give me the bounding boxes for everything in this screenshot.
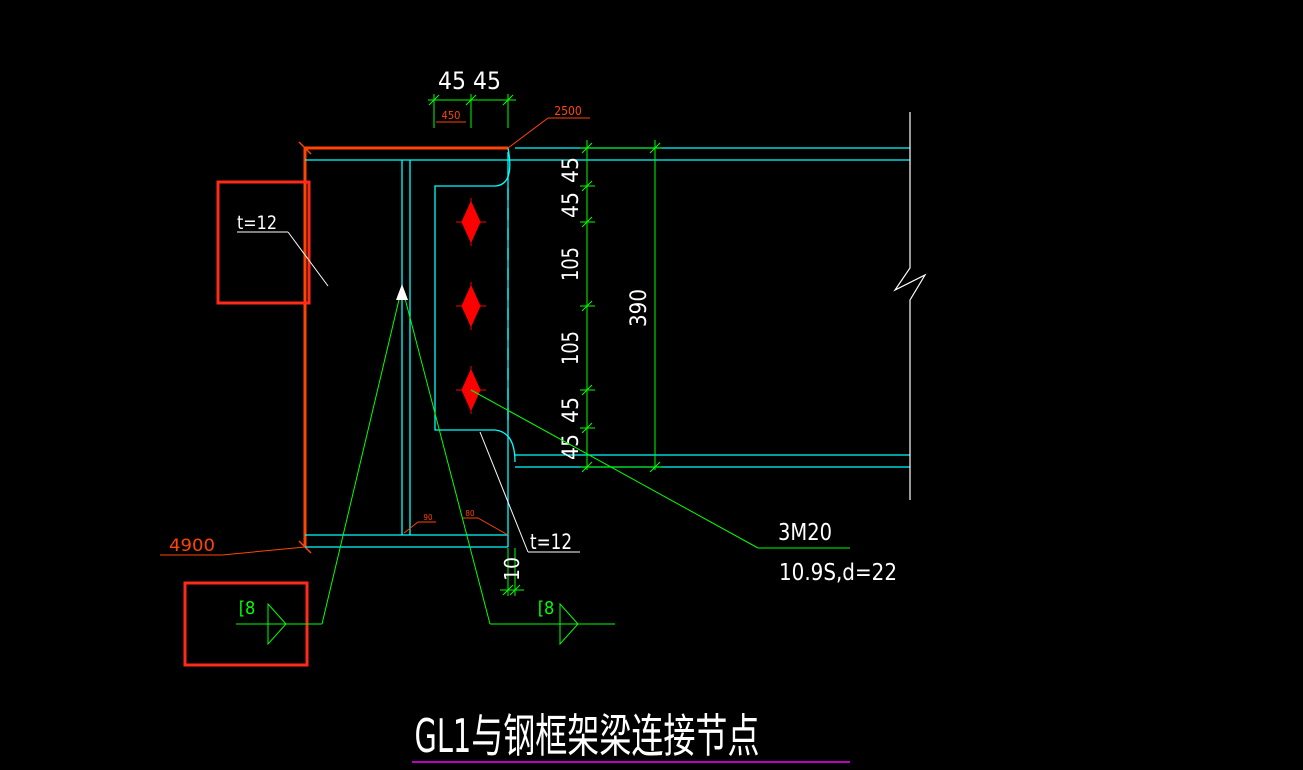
dim-right-3: 105 bbox=[559, 247, 584, 281]
small-label-b: 80 bbox=[465, 509, 475, 518]
break-line bbox=[893, 112, 927, 500]
dim-gap: 10 bbox=[500, 557, 524, 581]
bolt-spec-leader bbox=[470, 389, 850, 549]
drawing-title: GL1与钢框架梁连接节点 bbox=[415, 709, 760, 763]
shear-plate bbox=[434, 147, 516, 547]
bolt-1 bbox=[456, 198, 486, 246]
arrow-head bbox=[396, 284, 408, 300]
weld-label-left: 4900 bbox=[169, 536, 215, 556]
gap-dimension-lines bbox=[500, 548, 524, 596]
weld-label-top: 2500 bbox=[554, 104, 582, 118]
dim-right-5: 45 bbox=[559, 397, 584, 423]
dim-top-b: 45 bbox=[473, 67, 501, 95]
bolt-2 bbox=[456, 282, 486, 330]
small-label-a: 90 bbox=[423, 513, 433, 522]
bolt-quantity: 3M20 bbox=[778, 520, 832, 546]
right-dimension-lines bbox=[580, 140, 662, 473]
bolts bbox=[456, 198, 486, 414]
dim-top-small: 450 bbox=[442, 109, 461, 122]
column-stiffener bbox=[305, 159, 515, 548]
plate-thickness-right-leader bbox=[479, 431, 580, 553]
plate-thickness-left-leader bbox=[237, 231, 329, 287]
dim-overall: 390 bbox=[627, 289, 652, 327]
dim-right-1: 45 bbox=[559, 157, 584, 183]
weld-symbol-left: [8 bbox=[239, 598, 256, 619]
column-outline bbox=[303, 146, 508, 547]
weld-symbol-right: [8 bbox=[538, 598, 555, 619]
weld-leader-top bbox=[507, 117, 590, 149]
top-dimension-lines bbox=[428, 94, 516, 128]
weld-flag-right bbox=[559, 602, 579, 646]
dim-right-6: 45 bbox=[559, 434, 584, 460]
plate-thickness-left: t=12 bbox=[237, 212, 277, 234]
weld-leader-left bbox=[160, 546, 306, 556]
bolt-spec: 10.9S,d=22 bbox=[779, 560, 897, 586]
plate-label-box bbox=[216, 180, 311, 305]
dim-right-2: 45 bbox=[559, 192, 584, 218]
small-leaders bbox=[403, 517, 509, 536]
dim-right-4: 105 bbox=[559, 331, 584, 365]
weld-flag-left bbox=[267, 602, 287, 646]
plate-thickness-right: t=12 bbox=[530, 530, 572, 554]
weld-symbol-leaders bbox=[236, 286, 615, 625]
dim-top-a: 45 bbox=[438, 67, 466, 95]
